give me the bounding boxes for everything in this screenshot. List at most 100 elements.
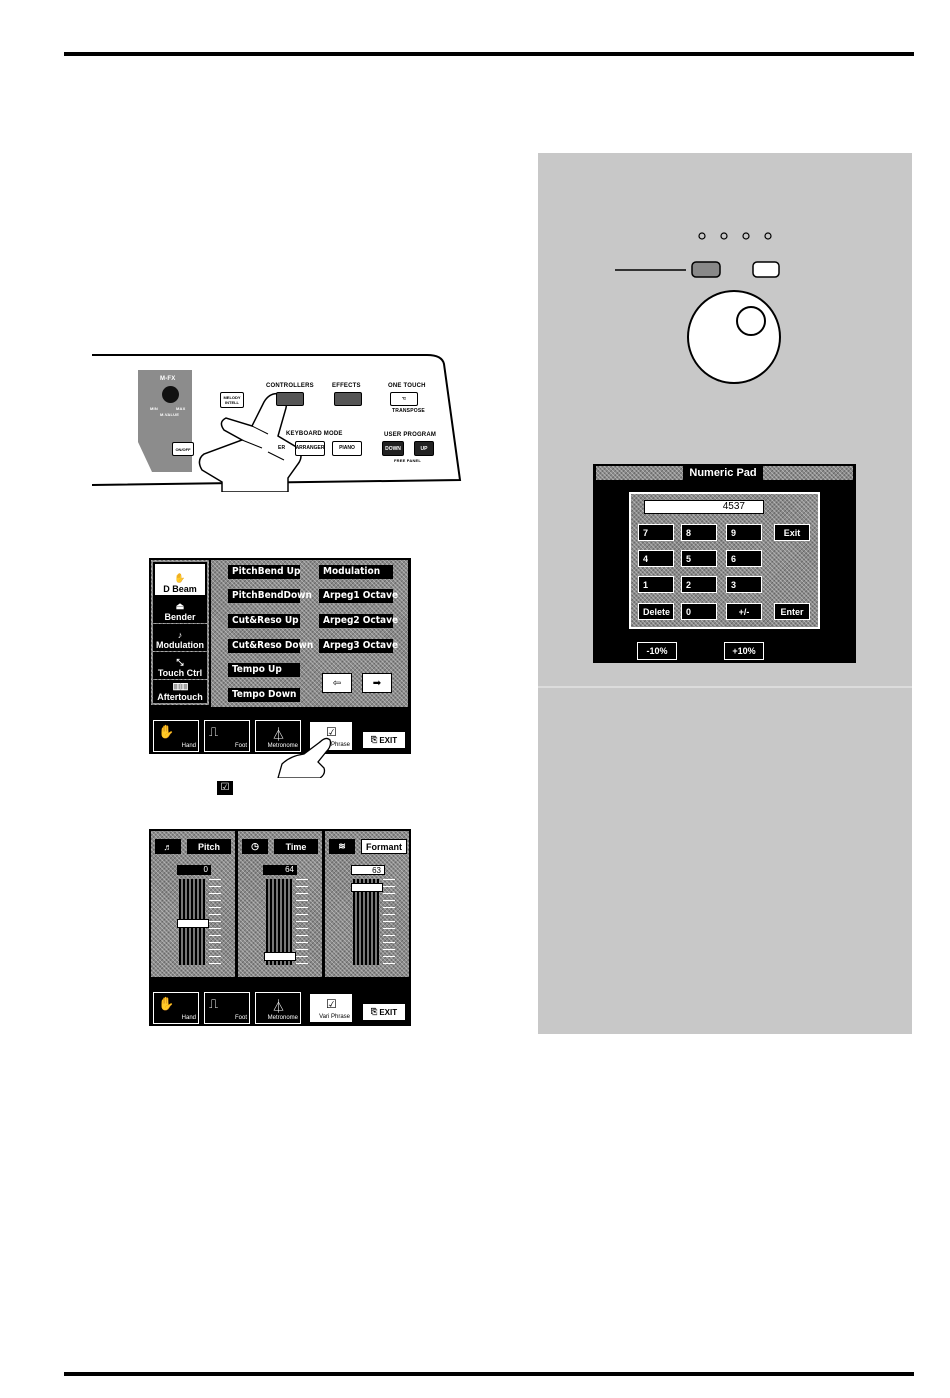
mfx-label: M-FX <box>160 376 176 382</box>
data-dial[interactable] <box>688 291 780 383</box>
numeric-button-left[interactable] <box>692 262 720 277</box>
list-item[interactable]: PitchBend Up <box>228 565 300 579</box>
side-tab-label: Bender <box>164 612 196 622</box>
modulation-icon: ♪ <box>177 630 183 640</box>
pitch-header[interactable]: Pitch <box>187 839 231 854</box>
time-slider[interactable] <box>264 879 296 965</box>
slider-thumb[interactable] <box>351 882 383 892</box>
time-value: 64 <box>263 865 297 875</box>
key-7[interactable]: 7 <box>638 524 674 541</box>
tab-vari-phrase[interactable]: ☑ Vari Phrase <box>308 720 354 752</box>
list-item[interactable]: PitchBendDown <box>228 589 312 603</box>
side-tab-bender[interactable]: ⏏ Bender <box>153 596 207 623</box>
list-item[interactable]: Tempo Down <box>228 688 300 702</box>
time-header[interactable]: Time <box>274 839 318 854</box>
key-3[interactable]: 3 <box>726 576 762 593</box>
foot-icon: ⎍ <box>209 996 219 1011</box>
max-label: MAX <box>176 406 186 411</box>
tab-label: Hand <box>181 743 196 749</box>
list-item[interactable]: Cut&Reso Up <box>228 614 300 628</box>
key-2[interactable]: 2 <box>681 576 717 593</box>
tab-metronome[interactable]: ⏃ Metronome <box>255 992 301 1024</box>
list-item[interactable]: Arpeg3 Octave <box>319 639 398 653</box>
metronome-icon: ⏃ <box>272 727 286 742</box>
key-5[interactable]: 5 <box>681 550 717 567</box>
slider-thumb[interactable] <box>264 951 296 961</box>
melody-intell-button[interactable]: MELODY INTELL <box>220 392 244 408</box>
minus-10-percent-button[interactable]: -10% <box>637 642 677 660</box>
list-item[interactable]: Tempo Up <box>228 663 300 677</box>
d-beam-icon: ✋ <box>174 573 186 583</box>
side-tab-touch-ctrl[interactable]: ⤡ Touch Ctrl <box>153 652 207 679</box>
list-item[interactable]: Arpeg2 Octave <box>319 614 398 628</box>
key-6[interactable]: 6 <box>726 550 762 567</box>
tab-vari-phrase[interactable]: ☑ Vari Phrase <box>308 992 354 1024</box>
vari-phrase-inline-icon: ☑ <box>217 781 233 795</box>
numeric-pad-title: Numeric Pad <box>683 465 763 481</box>
exit-icon: ⎘ <box>370 735 378 744</box>
tab-hand[interactable]: ✋ Hand <box>153 992 199 1024</box>
pitch-slider[interactable] <box>177 879 209 965</box>
page-right-button[interactable]: ➡ <box>362 673 392 693</box>
tab-label: Metronome <box>267 743 298 749</box>
tab-hand[interactable]: ✋ Hand <box>153 720 199 752</box>
formant-header[interactable]: Formant <box>361 839 407 854</box>
pitch-icon: ♬ <box>155 839 181 854</box>
key-0[interactable]: 0 <box>681 603 717 620</box>
plus-minus-button[interactable]: +/- <box>726 603 762 620</box>
formant-slider[interactable] <box>351 879 383 965</box>
tab-foot[interactable]: ⎍ Foot <box>204 992 250 1024</box>
enter-button[interactable]: Enter <box>774 603 810 620</box>
arranger-button[interactable]: ARRANGER <box>295 441 325 456</box>
exit-button[interactable]: ⎘ EXIT <box>361 730 407 750</box>
tab-foot[interactable]: ⎍ Foot <box>204 720 250 752</box>
side-tab-aftertouch[interactable]: ▥▥ Aftertouch <box>153 680 207 703</box>
keyboard-mode-label: KEYBOARD MODE <box>286 431 343 437</box>
side-tab-label: Modulation <box>156 640 204 650</box>
key-1[interactable]: 1 <box>638 576 674 593</box>
mfx-knob[interactable] <box>162 386 179 403</box>
m-value-label: M.VALUE <box>160 412 180 417</box>
down-button[interactable]: DOWN <box>382 441 404 456</box>
user-program-label: USER PROGRAM <box>384 432 437 438</box>
piano-button[interactable]: PIANO <box>332 441 362 456</box>
tip-box-divider <box>538 686 912 688</box>
bottom-rule <box>64 1372 914 1376</box>
page-left-button[interactable]: ⇦ <box>322 673 352 693</box>
exit-button[interactable]: Exit <box>774 524 810 541</box>
exit-icon: ⎘ <box>370 1007 378 1016</box>
bender-icon: ⏏ <box>175 601 185 611</box>
effects-button[interactable] <box>334 392 362 406</box>
key-8[interactable]: 8 <box>681 524 717 541</box>
plus-10-percent-button[interactable]: +10% <box>724 642 764 660</box>
list-item[interactable]: Cut&Reso Down <box>228 639 313 653</box>
delete-button[interactable]: Delete <box>638 603 674 620</box>
key-4[interactable]: 4 <box>638 550 674 567</box>
exit-button[interactable]: ⎘ EXIT <box>361 1002 407 1022</box>
side-tab-modulation[interactable]: ♪ Modulation <box>153 624 207 651</box>
list-item[interactable]: Modulation <box>319 565 393 579</box>
tab-label: Foot <box>234 743 247 749</box>
pitch-value: 0 <box>177 865 211 875</box>
panel-outline <box>91 354 462 493</box>
tab-metronome[interactable]: ⏃ Metronome <box>255 720 301 752</box>
arrow-right-icon: ➡ <box>372 677 382 689</box>
effects-label: EFFECTS <box>332 383 361 389</box>
key-9[interactable]: 9 <box>726 524 762 541</box>
formant-value: 63 <box>351 865 385 875</box>
list-item[interactable]: Arpeg1 Octave <box>319 589 398 603</box>
tab-label: Vari Phrase <box>319 1014 350 1020</box>
controllers-button[interactable] <box>276 392 304 406</box>
hand-icon: ☜ <box>401 395 407 402</box>
side-tab-label: Touch Ctrl <box>157 668 203 678</box>
up-button[interactable]: UP <box>414 441 434 456</box>
one-touch-button[interactable]: ☜ <box>390 392 418 406</box>
numeric-button-right[interactable] <box>753 262 779 277</box>
side-tab-d-beam[interactable]: ✋ D Beam <box>153 562 207 597</box>
on-off-button[interactable]: ON/OFF <box>172 442 194 456</box>
tab-label: Hand <box>181 1015 196 1021</box>
hand-icon: ✋ <box>158 996 175 1011</box>
slider-thumb[interactable] <box>177 918 209 928</box>
time-icon: ◷ <box>242 839 268 854</box>
exit-label: EXIT <box>379 1007 398 1017</box>
